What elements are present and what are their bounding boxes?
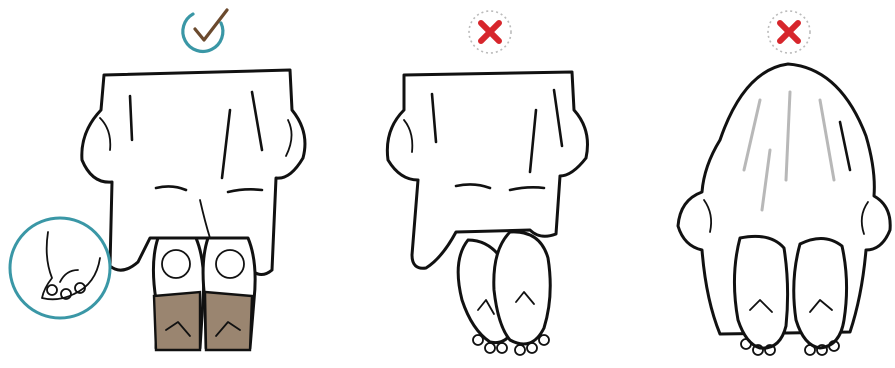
panel-incorrect-2 <box>660 0 895 368</box>
body-shroud-feet-exposed-icon <box>360 0 620 368</box>
body-shroud-feet-covered-icon <box>0 0 320 368</box>
panel-incorrect-1 <box>360 0 620 368</box>
body-shroud-rounded-feet-exposed-icon <box>660 0 895 368</box>
panel-correct <box>0 0 320 368</box>
